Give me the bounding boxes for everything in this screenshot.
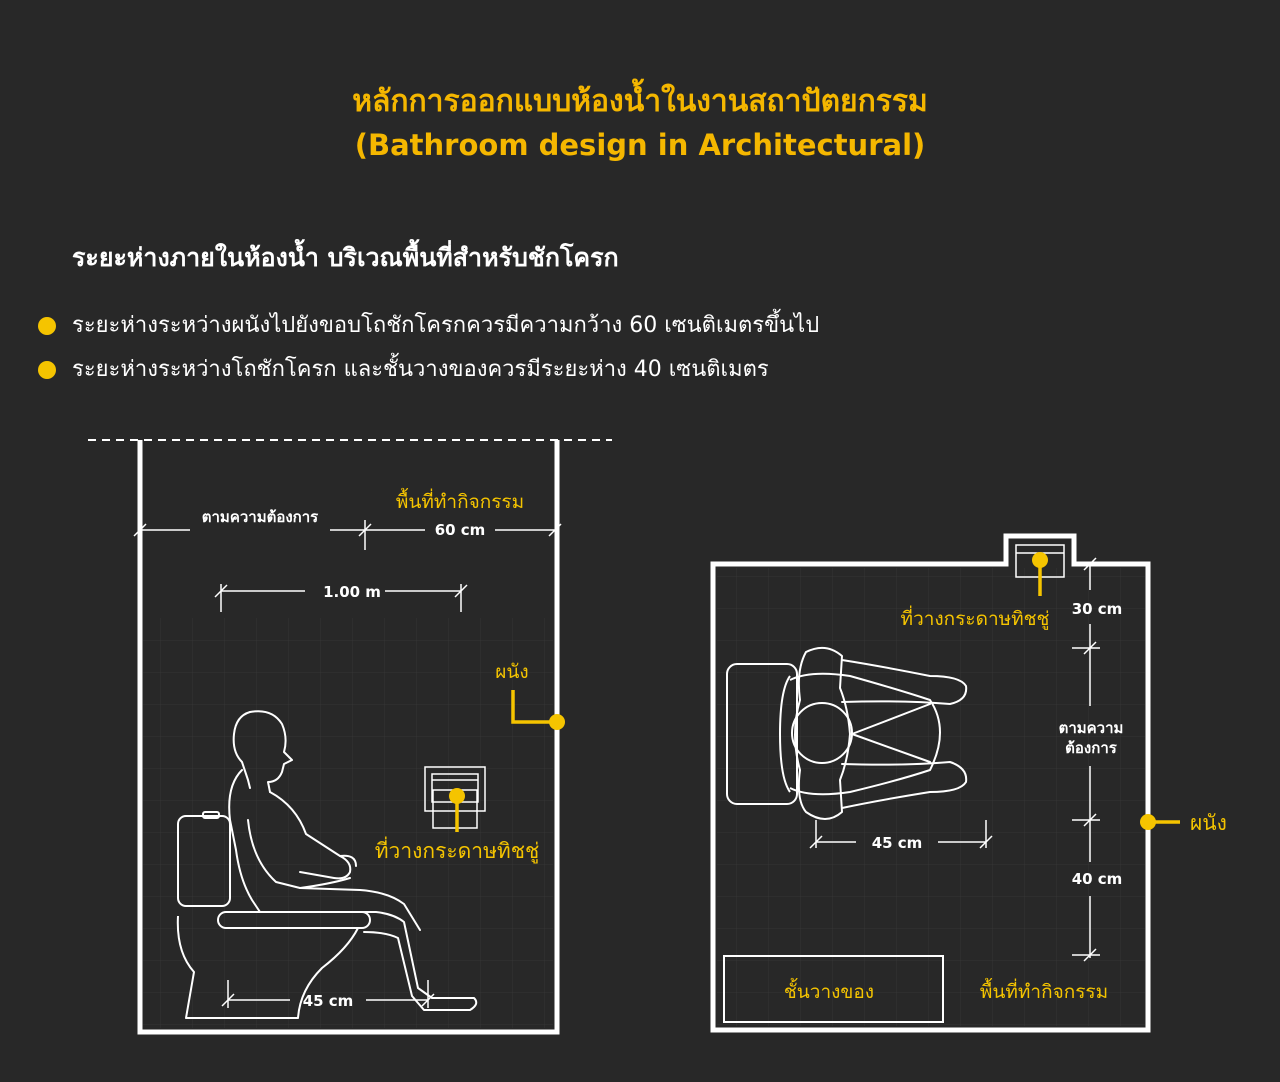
plan-wall-label: ผนัง (1190, 811, 1227, 835)
person-top-icon (791, 646, 968, 820)
plan-view: ที่วางกระดาษทิชชู่ 30 cm ตามความ ต้องการ… (710, 533, 1227, 1033)
tissue-holder-label: ที่วางกระดาษทิชชู่ (375, 836, 540, 864)
seated-person-icon (228, 710, 478, 1011)
wall-leader (511, 690, 552, 724)
bullet-item: ระยะห่างระหว่างผนังไปยังขอบโถชักโครกควรม… (36, 310, 819, 354)
dimension-45-plan (809, 820, 993, 849)
tissue-marker-icon (449, 788, 465, 804)
dim-30cm-label: 30 cm (1072, 600, 1123, 618)
plan-dim-45cm-label: 45 cm (872, 834, 923, 852)
toilet-top-icon (726, 663, 941, 805)
shelf-label: ชั้นวางของ (784, 978, 874, 1003)
elevation-room-outline (137, 440, 560, 1035)
section-subheading: ระยะห่างภายในห้องน้ำ บริเวณพื้นที่สำหรับ… (72, 243, 619, 272)
dimension-top (133, 520, 562, 550)
bullet-text: ระยะห่างระหว่างผนังไปยังขอบโถชักโครกควรม… (72, 313, 820, 338)
as-needed-line1: ตามความ (1059, 719, 1124, 737)
bullet-dot-icon (38, 317, 56, 335)
wall-marker-icon (549, 714, 565, 730)
bullet-text: ระยะห่างระหว่างโถชักโครก และชั้นวางของคว… (72, 357, 769, 382)
dim-100m-label: 1.00 m (323, 583, 381, 601)
bullet-dot-icon (38, 361, 56, 379)
elevation-view: ตามความต้องการ พื้นที่ทำกิจกรรม 60 cm 1.… (88, 439, 612, 1035)
as-needed-label: ตามความต้องการ (202, 508, 319, 526)
plan-tissue-holder-label: ที่วางกระดาษทิชชู่ (901, 605, 1050, 630)
dim-45cm-label: 45 cm (303, 992, 354, 1010)
bullet-list: ระยะห่างระหว่างผนังไปยังขอบโถชักโครกควรม… (36, 310, 819, 398)
wall-label: ผนัง (495, 661, 528, 683)
dimension-100 (214, 584, 468, 612)
title-thai: หลักการออกแบบห้องน้ำในงานสถาปัตยกรรม (352, 84, 928, 119)
floor-tile-grid (143, 618, 553, 1028)
title-english: (Bathroom design in Architectural) (354, 128, 926, 162)
dim-60cm-label: 60 cm (435, 521, 486, 539)
as-needed-line2: ต้องการ (1065, 739, 1118, 757)
bullet-item: ระยะห่างระหว่างโถชักโครก และชั้นวางของคว… (36, 354, 819, 398)
plan-tissue-marker-icon (1032, 552, 1048, 568)
shelf-box (723, 955, 944, 1023)
dim-40cm-label: 40 cm (1072, 870, 1123, 888)
plan-activity-area-label: พื้นที่ทำกิจกรรม (980, 978, 1108, 1003)
activity-area-label: พื้นที่ทำกิจกรรม (396, 488, 524, 513)
plan-tile-grid (717, 568, 1145, 1026)
plan-room-outline (710, 533, 1151, 1033)
dimension-45-elev (221, 980, 435, 1008)
dimension-chain-vertical (1072, 557, 1100, 962)
